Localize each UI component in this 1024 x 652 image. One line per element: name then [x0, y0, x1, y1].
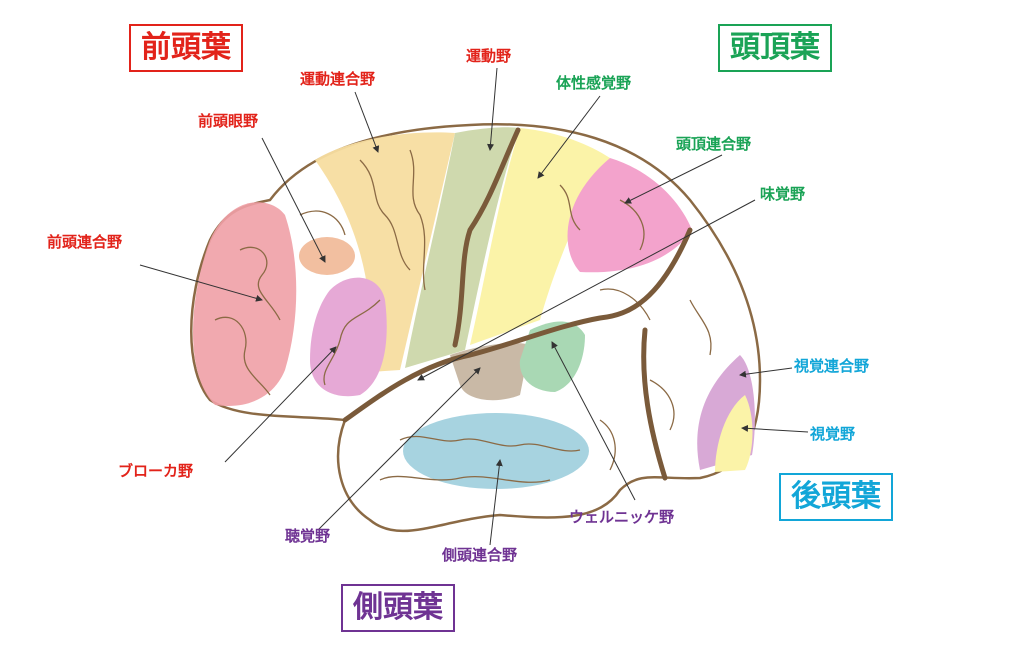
region-somatosensory [470, 128, 610, 345]
region-parietal-association [567, 158, 692, 273]
gyri-lines [214, 149, 712, 483]
region-frontal-eye-field [299, 237, 355, 275]
region-broca [310, 277, 387, 397]
leader-lines [139, 67, 809, 546]
visual-label: 視覚野 [810, 425, 856, 443]
visual-association-label: 視覚連合野 [794, 357, 870, 375]
motor-label: 運動野 [466, 47, 512, 65]
occipital-lobe-label: 後頭葉 [779, 473, 893, 521]
parietal-lobe-label: 頭頂葉 [718, 24, 832, 72]
frontal-association-label: 前頭連合野 [47, 233, 123, 251]
region-visual [715, 395, 753, 472]
somatosensory-label: 体性感覚野 [556, 74, 632, 92]
temporal-association-label: 側頭連合野 [442, 546, 518, 564]
region-premotor [315, 132, 455, 372]
frontal-eye-field-label: 前頭眼野 [198, 112, 259, 130]
auditory-label: 聴覚野 [285, 527, 331, 545]
major-sulci [342, 127, 693, 481]
premotor-label: 運動連合野 [300, 70, 376, 88]
wernicke-label: ウェルニッケ野 [569, 508, 675, 526]
temporal-lobe-label: 側頭葉 [341, 584, 455, 632]
region-temporal-association [403, 413, 589, 489]
parietal-association-label: 頭頂連合野 [676, 135, 752, 153]
broca-label: ブローカ野 [118, 462, 194, 480]
gustatory-label: 味覚野 [760, 185, 806, 203]
frontal-lobe-label: 前頭葉 [129, 24, 243, 72]
region-frontal-association [192, 202, 297, 406]
